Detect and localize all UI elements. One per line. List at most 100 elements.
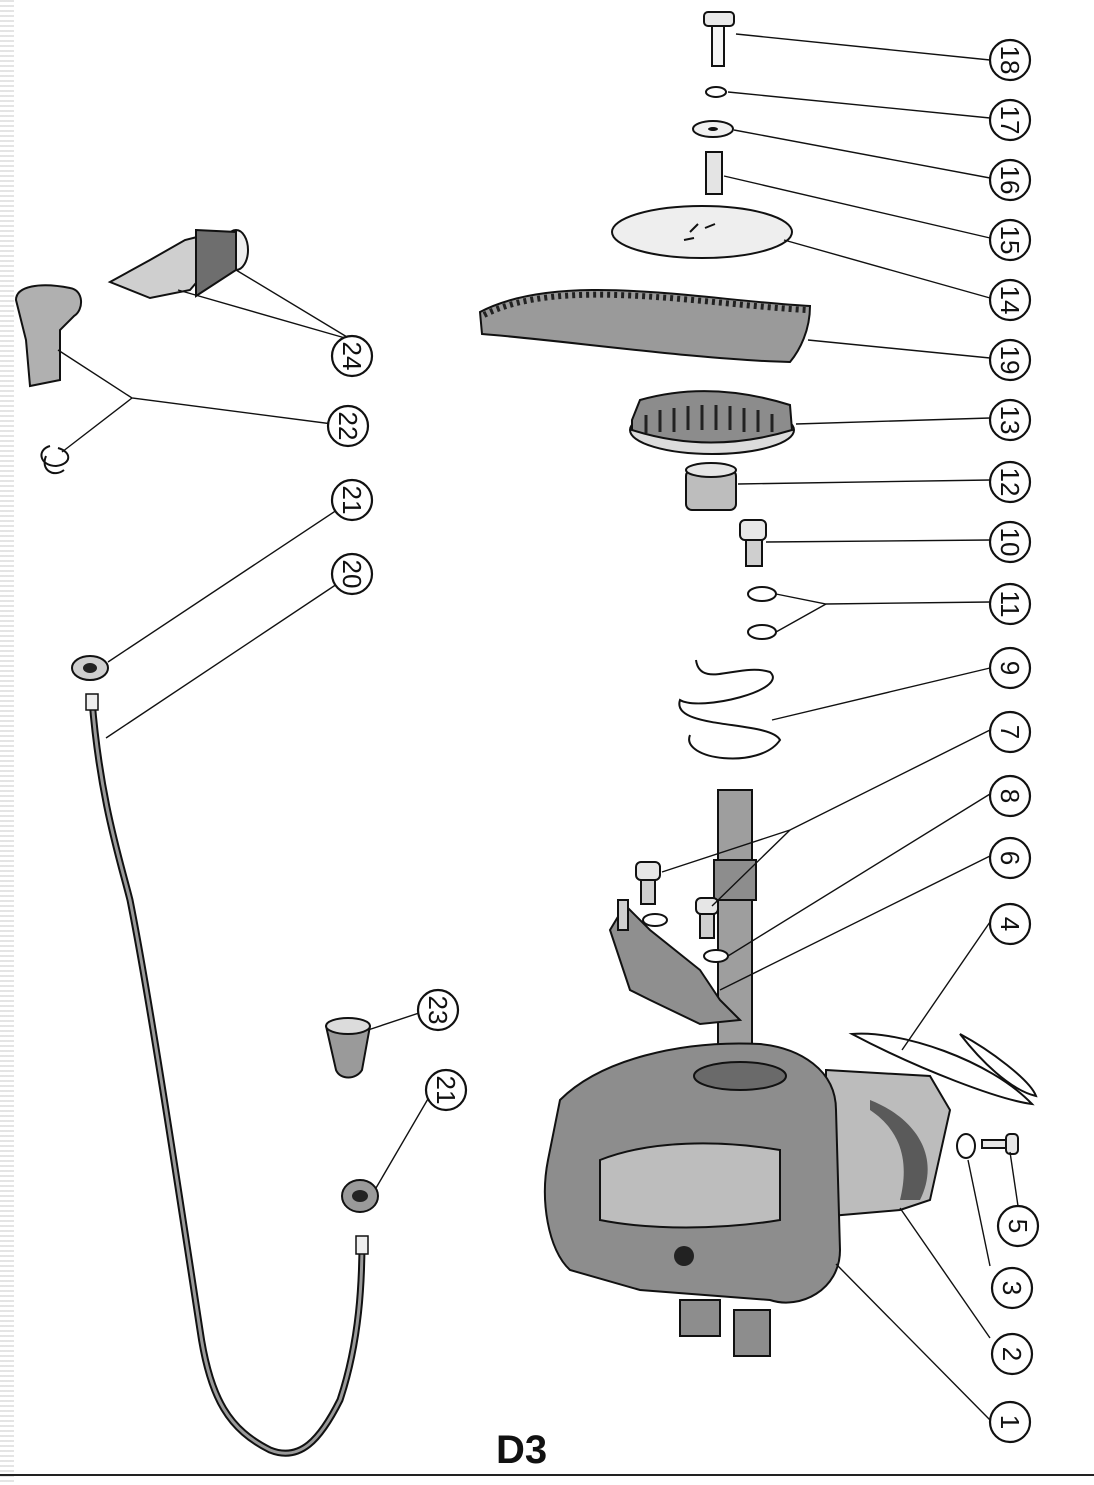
callout-number: 11 xyxy=(995,591,1025,618)
callout-c20: 20 xyxy=(330,552,374,596)
callout-number: 5 xyxy=(1003,1219,1033,1233)
callout-circle xyxy=(988,774,1032,818)
callout-number: 18 xyxy=(995,46,1025,75)
callout-number: 4 xyxy=(995,917,1025,931)
callout-c3: 3 xyxy=(990,1266,1034,1310)
callout-c1: 1 xyxy=(988,1400,1032,1444)
figure-label: D3 xyxy=(496,1428,548,1472)
callout-number: 20 xyxy=(337,560,367,589)
part-bushing-12 xyxy=(685,462,737,511)
callout-c5: 5 xyxy=(996,1204,1040,1248)
callout-number: 14 xyxy=(995,286,1025,315)
callout-circle xyxy=(330,334,374,378)
part-connector-24 xyxy=(107,228,249,300)
part-gasket-4 xyxy=(848,1032,1038,1106)
callout-c14: 14 xyxy=(988,278,1032,322)
callout-circle xyxy=(988,38,1032,82)
part-grommet-21-bottom xyxy=(341,1179,379,1213)
callout-number: 6 xyxy=(995,851,1025,865)
part-pulley-13 xyxy=(629,390,795,455)
callout-circle xyxy=(988,398,1032,442)
callout-number: 8 xyxy=(995,789,1025,803)
callout-c13: 13 xyxy=(988,398,1032,442)
callout-circle xyxy=(996,1204,1040,1248)
part-washer-3 xyxy=(956,1133,976,1159)
callout-circle xyxy=(988,710,1032,754)
callout-number: 13 xyxy=(995,406,1025,435)
part-lock-washer-17 xyxy=(705,86,727,98)
callout-c18: 18 xyxy=(988,38,1032,82)
callout-c16: 16 xyxy=(988,158,1032,202)
scan-edge-noise xyxy=(0,0,14,1485)
part-cap-22 xyxy=(14,284,82,475)
callout-number: 17 xyxy=(995,106,1025,135)
part-bolt-10 xyxy=(739,519,767,567)
part-timing-belt-19 xyxy=(478,289,812,364)
callout-c23: 23 xyxy=(416,988,460,1032)
part-grommet-21-top xyxy=(71,655,109,681)
callout-circle xyxy=(988,836,1032,880)
callout-group: 1817161514191312101197864532124222120232… xyxy=(326,38,1040,1444)
part-cover-plate-2 xyxy=(825,1068,952,1218)
part-spring-9 xyxy=(678,659,782,760)
callout-number: 3 xyxy=(997,1281,1027,1295)
callout-c24: 24 xyxy=(330,334,374,378)
callout-circle xyxy=(330,552,374,596)
part-gearbox-housing-1 xyxy=(543,1042,842,1357)
callout-c10: 10 xyxy=(988,520,1032,564)
callout-c8: 8 xyxy=(988,774,1032,818)
callout-circle xyxy=(330,478,374,522)
callout-circle xyxy=(416,988,460,1032)
callout-number: 19 xyxy=(995,346,1025,375)
callout-circle xyxy=(988,1400,1032,1444)
callout-number: 21 xyxy=(431,1076,461,1105)
part-spacer-15 xyxy=(705,151,723,195)
callout-c22: 22 xyxy=(326,404,370,448)
callout-number: 16 xyxy=(995,166,1025,195)
callout-circle xyxy=(326,404,370,448)
callout-c7: 7 xyxy=(988,710,1032,754)
callout-number: 10 xyxy=(995,528,1025,557)
part-flange-plate-14 xyxy=(611,205,793,259)
callout-c2: 2 xyxy=(990,1332,1034,1376)
callout-c17: 17 xyxy=(988,98,1032,142)
callout-circle xyxy=(988,520,1032,564)
callout-c21b: 21 xyxy=(424,1068,468,1112)
part-washer-8 xyxy=(642,913,729,963)
callout-circle xyxy=(988,582,1032,626)
callout-number: 22 xyxy=(333,412,363,441)
callout-circle xyxy=(990,1332,1034,1376)
callout-number: 12 xyxy=(995,468,1025,497)
callout-c11: 11 xyxy=(988,582,1032,626)
callout-number: 9 xyxy=(995,661,1025,675)
callout-number: 23 xyxy=(423,996,453,1025)
callout-circle xyxy=(988,646,1032,690)
part-ferrule-23 xyxy=(324,1017,372,1079)
callout-circle xyxy=(990,1266,1034,1310)
part-drive-shaft xyxy=(713,789,757,1081)
callout-number: 24 xyxy=(337,342,367,371)
part-bolts-7 xyxy=(635,861,719,939)
callout-circle xyxy=(988,158,1032,202)
part-screw-5 xyxy=(981,1133,1019,1155)
callout-circle xyxy=(988,218,1032,262)
callout-number: 1 xyxy=(995,1415,1025,1429)
part-screw-18 xyxy=(703,11,735,67)
callout-number: 21 xyxy=(337,486,367,515)
callout-circle xyxy=(988,460,1032,504)
page-bottom-rule xyxy=(0,1474,1094,1476)
callout-c12: 12 xyxy=(988,460,1032,504)
callout-c21a: 21 xyxy=(330,478,374,522)
callout-c15: 15 xyxy=(988,218,1032,262)
callout-number: 2 xyxy=(997,1347,1027,1361)
callout-circle xyxy=(988,98,1032,142)
callout-circle xyxy=(988,902,1032,946)
part-cable-20 xyxy=(85,693,369,1457)
leader-lines xyxy=(57,33,1019,1421)
part-bracket-6 xyxy=(608,899,743,1026)
callout-circle xyxy=(988,338,1032,382)
callout-number: 15 xyxy=(995,226,1025,255)
callout-number: 7 xyxy=(995,725,1025,739)
callout-c19: 19 xyxy=(988,338,1032,382)
